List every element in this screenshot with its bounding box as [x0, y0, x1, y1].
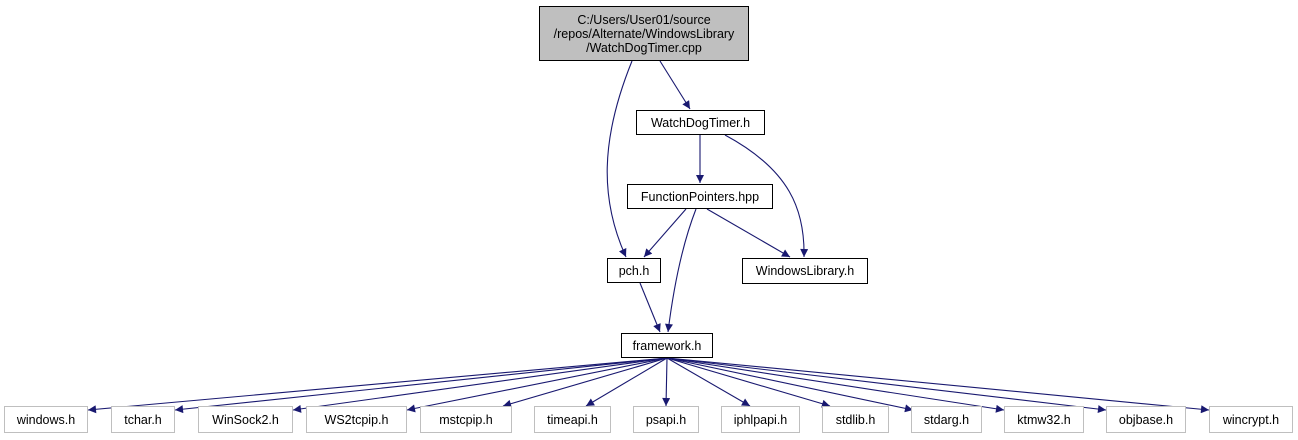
edge-root-to-pch-h: [606, 60, 633, 258]
external-node-objbase-h[interactable]: objbase.h: [1106, 406, 1186, 433]
node-windowslibrary-h[interactable]: WindowsLibrary.h: [742, 258, 868, 284]
edge-framework-h-to-ktmw32-h: [666, 357, 1005, 413]
external-node-label: iphlpapi.h: [733, 412, 788, 427]
external-node-label: ktmw32.h: [1017, 412, 1071, 427]
edge-framework-h-to-iphlpapi-h: [666, 357, 751, 407]
external-node-iphlpapi-h[interactable]: iphlpapi.h: [721, 406, 800, 433]
external-node-label: mstcpip.h: [439, 412, 493, 427]
external-node-winsock2-h[interactable]: WinSock2.h: [198, 406, 293, 433]
edge-framework-h-to-timeapi-h: [585, 357, 668, 407]
edge-root-to-watchdogtimer-h: [659, 60, 691, 110]
node-watchdogtimer-h-label: WatchDogTimer.h: [650, 115, 751, 130]
node-windowslibrary-h-label: WindowsLibrary.h: [755, 264, 855, 278]
edge-framework-h-to-wincrypt-h: [666, 357, 1210, 414]
external-node-label: stdarg.h: [923, 412, 970, 427]
node-functionpointers-hpp-label: FunctionPointers.hpp: [640, 189, 760, 204]
external-node-label: wincrypt.h: [1222, 412, 1280, 427]
root-label-line-3: /WatchDogTimer.cpp: [586, 40, 702, 55]
external-node-ws2tcpip-h[interactable]: WS2tcpip.h: [306, 406, 407, 433]
node-framework-h[interactable]: framework.h: [621, 333, 713, 358]
external-node-stdlib-h[interactable]: stdlib.h: [822, 406, 889, 433]
node-pch-h[interactable]: pch.h: [607, 258, 661, 283]
external-node-label: stdlib.h: [835, 412, 876, 427]
edge-watchdogtimer-h-to-windowslibrary-h: [724, 134, 809, 258]
edge-framework-h-to-mstcpip-h: [502, 357, 668, 408]
external-node-ktmw32-h[interactable]: ktmw32.h: [1004, 406, 1084, 433]
edge-framework-h-to-ws2tcpip-h: [406, 357, 668, 413]
external-node-label: timeapi.h: [547, 412, 598, 427]
external-node-label: windows.h: [16, 412, 76, 427]
external-node-tchar-h[interactable]: tchar.h: [111, 406, 175, 433]
edge-framework-h-to-windows-h: [87, 357, 668, 414]
root-label-line-1: C:/Users/User01/source: [577, 12, 711, 27]
external-node-stdarg-h[interactable]: stdarg.h: [911, 406, 982, 433]
node-watchdogtimer-h[interactable]: WatchDogTimer.h: [636, 110, 765, 135]
external-node-windows-h[interactable]: windows.h: [4, 406, 88, 433]
root-node-watchdogtimer-cpp[interactable]: C:/Users/User01/source /repos/Alternate/…: [539, 6, 749, 61]
edge-functionpointers-hpp-to-framework-h: [665, 208, 697, 333]
edge-framework-h-to-stdarg-h: [666, 357, 914, 413]
edge-framework-h-to-stdlib-h: [666, 357, 831, 408]
edge-framework-h-to-psapi-h: [662, 357, 671, 407]
edge-framework-h-to-tchar-h: [174, 357, 668, 414]
edge-functionpointers-hpp-to-pch-h: [643, 208, 687, 258]
node-framework-h-label: framework.h: [632, 338, 702, 353]
external-node-label: WinSock2.h: [212, 412, 279, 427]
external-node-wincrypt-h[interactable]: wincrypt.h: [1209, 406, 1293, 433]
external-node-timeapi-h[interactable]: timeapi.h: [534, 406, 611, 433]
external-node-label: objbase.h: [1118, 412, 1174, 427]
node-functionpointers-hpp[interactable]: FunctionPointers.hpp: [627, 184, 773, 209]
external-node-label: WS2tcpip.h: [324, 412, 389, 427]
node-pch-h-label: pch.h: [618, 263, 650, 278]
edge-framework-h-to-objbase-h: [666, 357, 1107, 414]
root-label-line-2: /repos/Alternate/WindowsLibrary: [553, 26, 735, 41]
edge-framework-h-to-winsock2-h: [292, 357, 668, 413]
external-node-psapi-h[interactable]: psapi.h: [633, 406, 699, 433]
external-node-label: tchar.h: [124, 412, 162, 427]
external-node-label: psapi.h: [645, 412, 687, 427]
edge-pch-h-to-framework-h: [639, 282, 661, 333]
external-node-mstcpip-h[interactable]: mstcpip.h: [420, 406, 512, 433]
edge-functionpointers-hpp-to-windowslibrary-h: [706, 208, 791, 258]
